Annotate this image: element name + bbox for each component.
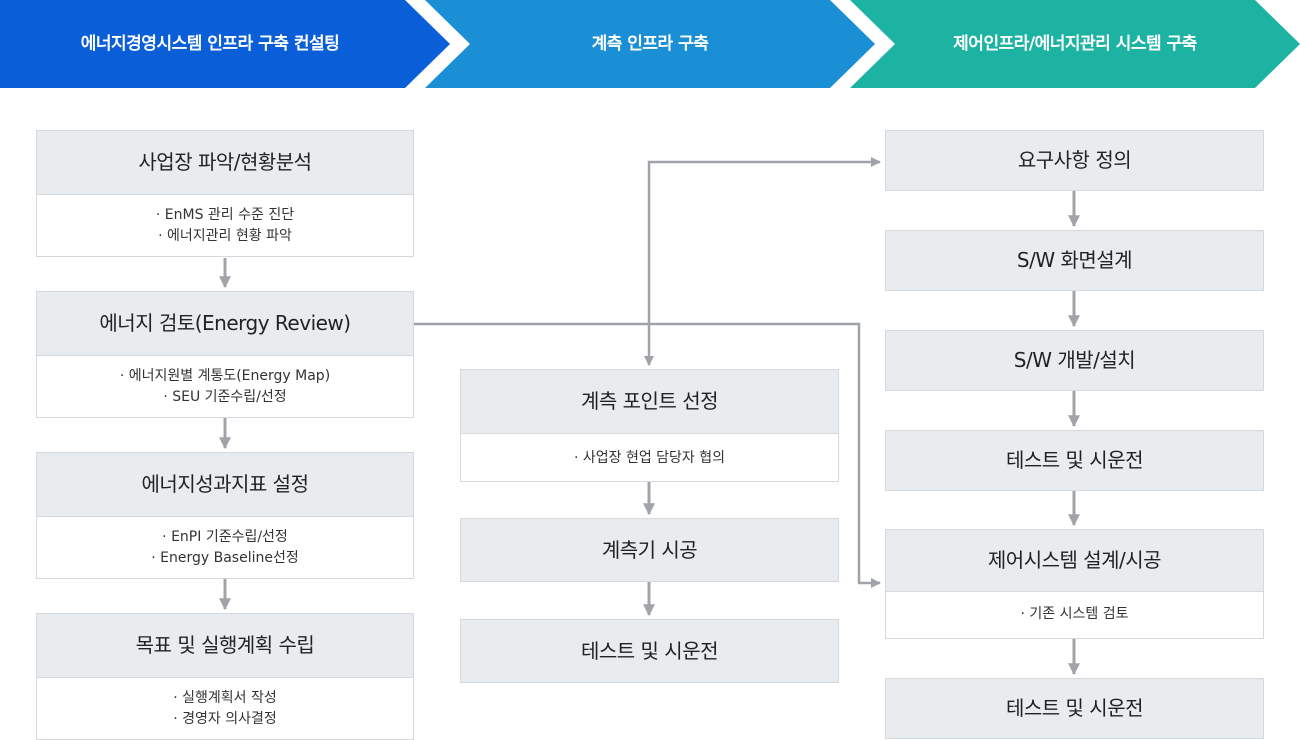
- step-title: 에너지성과지표 설정: [37, 453, 413, 517]
- step-meter-installation: 계측기 시공: [460, 518, 839, 582]
- detail-item: · 실행계획서 작성: [173, 690, 277, 706]
- step-details: · 사업장 현업 담당자 협의: [461, 434, 838, 469]
- phase-2-label: 계측 인프라 구축: [591, 34, 709, 54]
- step-details: · 에너지원별 계통도(Energy Map) · SEU 기준수립/선정: [37, 356, 413, 408]
- step-metering-point-selection: 계측 포인트 선정 · 사업장 현업 담당자 협의: [460, 369, 839, 482]
- connector-branch-to-requirements: [647, 157, 881, 324]
- detail-item: · 사업장 현업 담당자 협의: [573, 450, 726, 466]
- step-title: 테스트 및 시운전: [886, 679, 1263, 738]
- phase-1-label: 에너지경영시스템 인프라 구축 컨설팅: [80, 34, 340, 54]
- phase-3-arrow: [850, 0, 1300, 88]
- step-details: · EnPI 기준수립/선정 · Energy Baseline선정: [37, 517, 413, 569]
- phase-2-arrow: [425, 0, 875, 88]
- step-energy-review: 에너지 검토(Energy Review) · 에너지원별 계통도(Energy…: [36, 291, 414, 418]
- phase-3-label: 제어인프라/에너지관리 시스템 구축: [953, 34, 1197, 54]
- detail-item: · SEU 기준수립/선정: [163, 389, 287, 405]
- step-details: · EnMS 관리 수준 진단 · 에너지관리 현황 파악: [37, 195, 413, 247]
- step-control-test: 테스트 및 시운전: [885, 678, 1264, 739]
- phase-bar: [0, 0, 1300, 88]
- step-requirements: 요구사항 정의: [885, 130, 1264, 191]
- step-title: 에너지 검토(Energy Review): [37, 292, 413, 356]
- detail-item: · EnMS 관리 수준 진단: [155, 207, 295, 223]
- step-title: S/W 개발/설치: [886, 331, 1263, 390]
- step-title: 사업장 파악/현황분석: [37, 131, 413, 195]
- step-control-system-design: 제어시스템 설계/시공 · 기존 시스템 검토: [885, 529, 1264, 639]
- step-sw-screen-design: S/W 화면설계: [885, 230, 1264, 291]
- step-metering-test: 테스트 및 시운전: [460, 619, 839, 683]
- phase-1-arrow: [0, 0, 450, 88]
- step-details: · 기존 시스템 검토: [886, 592, 1263, 625]
- step-goal-planning: 목표 및 실행계획 수립 · 실행계획서 작성 · 경영자 의사결정: [36, 613, 414, 740]
- step-title: 제어시스템 설계/시공: [886, 530, 1263, 592]
- step-title: S/W 화면설계: [886, 231, 1263, 290]
- step-title: 요구사항 정의: [886, 131, 1263, 190]
- detail-item: · 기존 시스템 검토: [1020, 606, 1129, 622]
- step-title: 계측 포인트 선정: [461, 370, 838, 434]
- step-enpi-setting: 에너지성과지표 설정 · EnPI 기준수립/선정 · Energy Basel…: [36, 452, 414, 579]
- step-title: 목표 및 실행계획 수립: [37, 614, 413, 678]
- detail-item: · 에너지관리 현황 파악: [158, 228, 292, 244]
- step-title: 테스트 및 시운전: [886, 431, 1263, 490]
- step-title: 계측기 시공: [461, 519, 838, 581]
- detail-item: · EnPI 기준수립/선정: [162, 529, 288, 545]
- step-details: · 실행계획서 작성 · 경영자 의사결정: [37, 678, 413, 730]
- detail-item: · 경영자 의사결정: [173, 711, 277, 727]
- step-title: 테스트 및 시운전: [461, 620, 838, 682]
- step-sw-development: S/W 개발/설치: [885, 330, 1264, 391]
- step-sw-test: 테스트 및 시운전: [885, 430, 1264, 491]
- detail-item: · Energy Baseline선정: [151, 550, 299, 566]
- detail-item: · 에너지원별 계통도(Energy Map): [119, 368, 331, 384]
- step-site-analysis: 사업장 파악/현황분석 · EnMS 관리 수준 진단 · 에너지관리 현황 파…: [36, 130, 414, 257]
